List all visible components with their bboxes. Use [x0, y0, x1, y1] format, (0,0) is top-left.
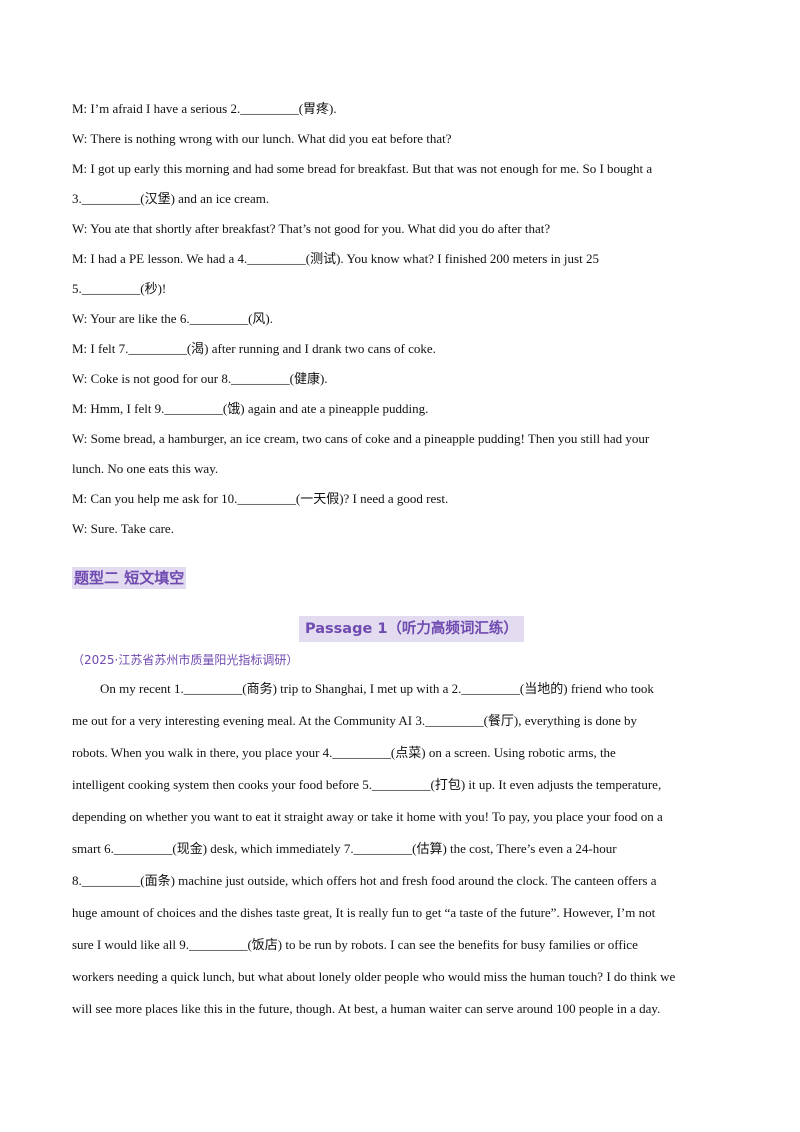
passage-text: On my recent 1._________(商务) trip to Sha…	[72, 673, 732, 1025]
dialogue-line: M: I’m afraid I have a serious 2._______…	[72, 101, 337, 116]
dialogue-line: M: I got up early this morning and had s…	[72, 161, 653, 176]
section-title: 题型二 短文填空	[72, 567, 187, 589]
passage-line: On my recent 1._________(商务) trip to Sha…	[100, 681, 654, 696]
dialogue-text: M: I’m afraid I have a serious 2._______…	[72, 94, 732, 544]
dialogue-line: lunch. No one eats this way.	[72, 461, 219, 476]
dialogue-line: W: Some bread, a hamburger, an ice cream…	[72, 431, 650, 446]
passage-line: sure I would like all 9._________(饭店) to…	[72, 937, 638, 952]
dialogue-line: M: I had a PE lesson. We had a 4._______…	[72, 251, 599, 266]
passage-title: Passage 1（听力高频词汇练）	[299, 616, 524, 642]
passage-line: huge amount of choices and the dishes ta…	[72, 905, 656, 920]
dialogue-line: W: Your are like the 6._________(风).	[72, 311, 273, 326]
dialogue-line: 3._________(汉堡) and an ice cream.	[72, 191, 270, 206]
passage-line: intelligent cooking system then cooks yo…	[72, 777, 662, 792]
passage-line: robots. When you walk in there, you plac…	[72, 745, 616, 760]
passage-line: depending on whether you want to eat it …	[72, 809, 663, 824]
passage-line: smart 6._________(现金) desk, which immedi…	[72, 841, 617, 856]
source-note: （2025·江苏省苏州市质量阳光指标调研）	[72, 653, 299, 667]
passage-line: will see more places like this in the fu…	[72, 1001, 661, 1016]
passage-line: 8._________(面条) machine just outside, wh…	[72, 873, 657, 888]
passage-line: me out for a very interesting evening me…	[72, 713, 638, 728]
dialogue-line: W: Coke is not good for our 8._________(…	[72, 371, 328, 386]
dialogue-line: 5._________(秒)!	[72, 281, 167, 296]
dialogue-line: W: There is nothing wrong with our lunch…	[72, 131, 452, 146]
passage-line: workers needing a quick lunch, but what …	[72, 969, 676, 984]
dialogue-line: W: You ate that shortly after breakfast?…	[72, 221, 551, 236]
dialogue-line: M: Can you help me ask for 10._________(…	[72, 491, 449, 506]
dialogue-line: M: Hmm, I felt 9._________(饿) again and …	[72, 401, 429, 416]
dialogue-line: W: Sure. Take care.	[72, 521, 174, 536]
dialogue-line: M: I felt 7._________(渴) after running a…	[72, 341, 436, 356]
